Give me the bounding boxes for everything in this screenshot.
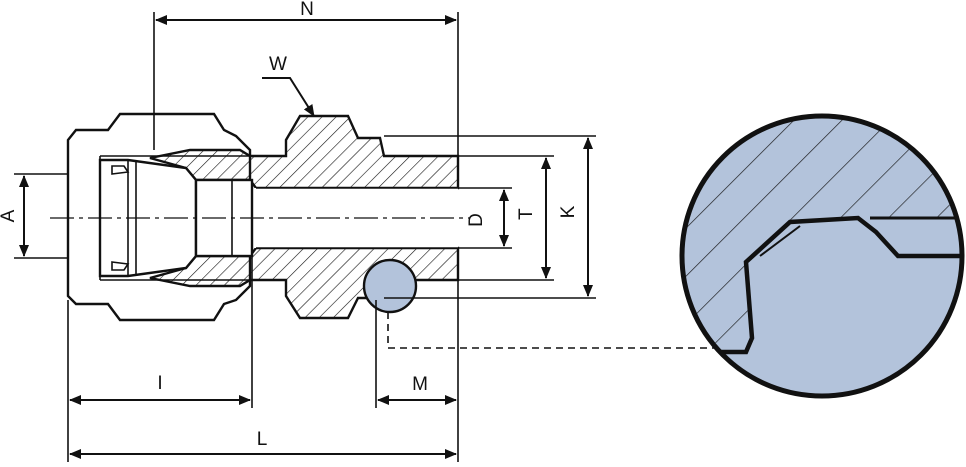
label-M: M	[412, 374, 428, 395]
detail-view	[679, 113, 965, 399]
detail-leader	[387, 312, 718, 349]
dimension-K: K	[384, 135, 596, 299]
label-L: L	[257, 429, 268, 450]
dimension-N: N	[153, 0, 459, 156]
label-T: T	[516, 208, 537, 220]
label-I: I	[157, 373, 162, 394]
detail-callout-circle	[362, 258, 418, 314]
label-W: W	[269, 54, 287, 75]
dimension-M: M	[375, 280, 459, 462]
dimension-T: T	[458, 155, 554, 281]
dimension-W: W	[262, 54, 315, 117]
label-K: K	[558, 205, 579, 218]
dimension-A: A	[0, 173, 68, 259]
dimension-L: L	[69, 429, 457, 459]
dimension-I: I	[67, 256, 253, 462]
label-D: D	[466, 213, 487, 227]
label-N: N	[300, 0, 314, 20]
label-A: A	[0, 209, 19, 222]
dimension-D: D	[458, 187, 512, 249]
